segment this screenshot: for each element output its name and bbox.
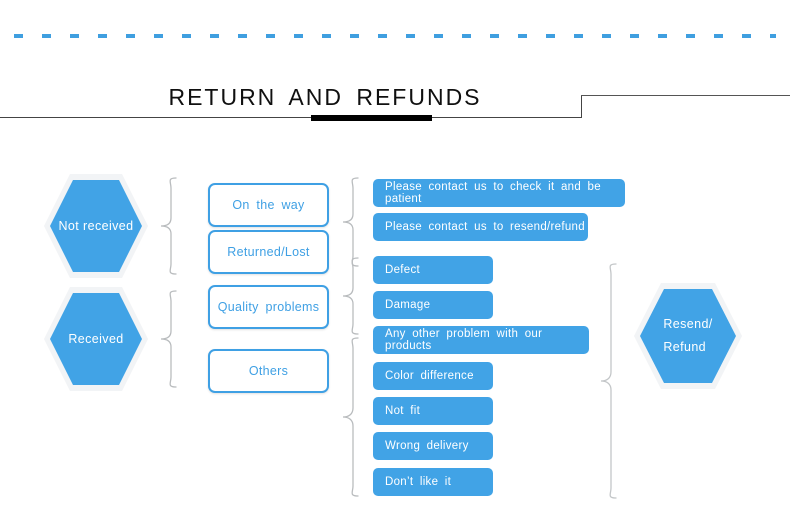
action-node-color-difference[interactable]: Color difference: [373, 362, 493, 390]
action-node-damage[interactable]: Damage: [373, 291, 493, 319]
brace-quality-problems-actions: [340, 256, 362, 336]
header-rule-right: [581, 95, 790, 96]
action-node-damage-label: Damage: [385, 299, 431, 311]
reason-node-on-the-way[interactable]: On the way: [208, 183, 329, 227]
action-node-contact-check-label: Please contact us to check it and be pat…: [385, 181, 601, 205]
reason-node-quality-problems[interactable]: Quality problems: [208, 285, 329, 329]
page-title: RETURN AND REFUNDS: [168, 84, 482, 110]
outcome-node-label: Resend/ Refund: [663, 313, 712, 359]
header-rule-left: [0, 117, 582, 118]
reason-node-returned-lost-label: Returned/Lost: [227, 245, 310, 259]
action-node-wrong-delivery[interactable]: Wrong delivery: [373, 432, 493, 460]
status-node-received-label: Received: [68, 332, 124, 346]
reason-node-quality-problems-label: Quality problems: [217, 300, 320, 314]
header-accent-bar: [311, 115, 432, 121]
action-node-contact-resend[interactable]: Please contact us to resend/refund: [373, 213, 588, 241]
reason-node-others-label: Others: [248, 364, 289, 378]
action-node-not-fit[interactable]: Not fit: [373, 397, 493, 425]
brace-others-actions: [340, 336, 362, 498]
brace-not-received-actions: [340, 176, 362, 268]
action-node-not-fit-label: Not fit: [385, 405, 421, 417]
reason-node-on-the-way-label: On the way: [232, 198, 305, 212]
action-node-dont-like-it-label: Don’t like it: [385, 476, 452, 488]
status-node-not-received[interactable]: Not received: [50, 180, 142, 272]
action-node-dont-like-it[interactable]: Don’t like it: [373, 468, 493, 496]
action-node-defect-label: Defect: [385, 264, 421, 276]
action-node-contact-resend-label: Please contact us to resend/refund: [385, 221, 585, 233]
brace-received: [158, 289, 180, 389]
action-node-any-other-problem[interactable]: Any other problem with our products: [373, 326, 589, 354]
action-node-defect[interactable]: Defect: [373, 256, 493, 284]
brace-not-received: [158, 176, 180, 276]
reason-node-returned-lost[interactable]: Returned/Lost: [208, 230, 329, 274]
status-node-not-received-label: Not received: [58, 219, 134, 233]
top-dashed-divider: [14, 34, 776, 38]
outcome-node-label-line2: Refund: [663, 340, 707, 354]
outcome-node-label-line1: Resend/: [663, 316, 713, 331]
brace-all-to-outcome: [598, 262, 620, 500]
action-node-contact-check[interactable]: Please contact us to check it and be pat…: [373, 179, 625, 207]
action-node-color-difference-label: Color difference: [385, 370, 474, 382]
action-node-wrong-delivery-label: Wrong delivery: [385, 440, 469, 452]
action-node-any-other-problem-label: Any other problem with our products: [385, 328, 543, 352]
header-rule-step: [581, 95, 582, 118]
reason-node-others[interactable]: Others: [208, 349, 329, 393]
